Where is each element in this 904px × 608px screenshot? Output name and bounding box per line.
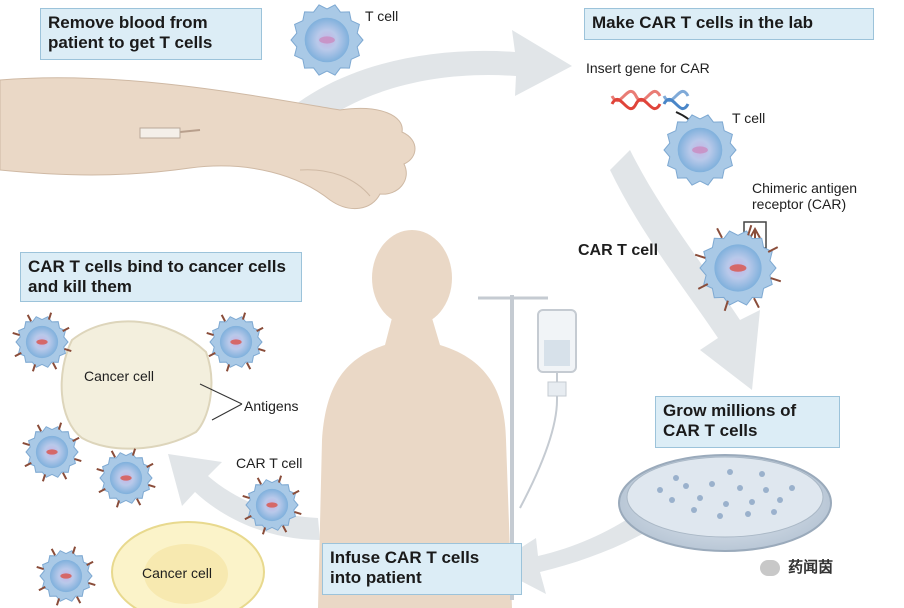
label-car-t-cell: CAR T cell	[578, 242, 659, 259]
car-t-cell-lab	[694, 224, 782, 312]
cancer-cell-large	[60, 320, 213, 450]
watermark-text: 药闻茵	[788, 559, 834, 576]
petri-dish	[618, 454, 832, 552]
arrow-blood-to-lab	[268, 30, 572, 140]
car-t-cell-bind-1	[12, 312, 72, 372]
t-cell-blood	[290, 4, 364, 76]
wechat-icon	[760, 560, 780, 577]
step-grow-cells: Grow millions of CAR T cells	[655, 396, 840, 448]
watermark: 药闻茵	[760, 556, 833, 577]
needle-tape	[139, 127, 181, 139]
patient-silhouette	[318, 230, 512, 608]
step-make-car-t: Make CAR T cells in the lab	[584, 8, 874, 40]
label-t-cell-lab: T cell	[732, 110, 766, 126]
car-t-cell-bind-5	[36, 546, 96, 606]
car-t-cell-bind-3	[22, 422, 82, 482]
label-antigens: Antigens	[244, 398, 299, 414]
label-cancer-cell-1: Cancer cell	[84, 368, 155, 384]
cancer-cell-lower	[111, 521, 265, 608]
label-insert-gene: Insert gene for CAR	[586, 60, 710, 76]
label-car-t-cell-small: CAR T cell	[236, 455, 303, 471]
step-remove-blood: Remove blood from patient to get T cells	[40, 8, 262, 60]
antigen-lines	[199, 383, 243, 421]
arm-illustration	[0, 77, 416, 210]
t-cell-group	[12, 4, 782, 606]
t-cell-lab	[663, 114, 737, 186]
car-t-cell-bind-4	[96, 448, 156, 508]
step-bind-kill: CAR T cells bind to cancer cells and kil…	[20, 252, 302, 302]
step-infuse: Infuse CAR T cells into patient	[322, 543, 522, 595]
label-t-cell-top: T cell	[365, 8, 399, 24]
car-t-cell-infuse	[242, 475, 302, 535]
label-car-receptor: Chimeric antigen receptor (CAR)	[752, 180, 858, 212]
car-t-cell-bind-2	[206, 312, 266, 372]
arrow-lab-to-grow	[610, 150, 760, 390]
label-cancer-cell-2: Cancer cell	[142, 565, 213, 581]
